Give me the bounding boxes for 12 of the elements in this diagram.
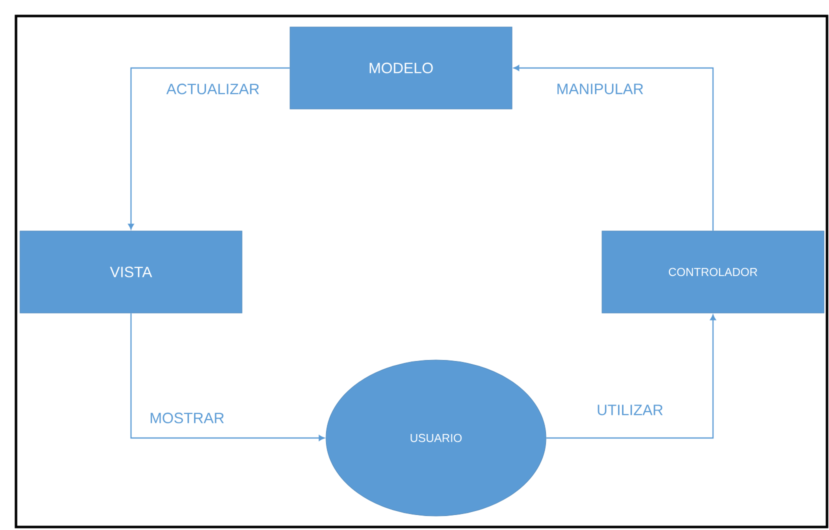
process-box: MODELO bbox=[290, 26, 512, 110]
arrow bbox=[130, 313, 324, 441]
edge-label: MOSTRAR bbox=[148, 412, 226, 424]
arrow bbox=[514, 65, 714, 231]
edge-label: ACTUALIZAR bbox=[165, 82, 261, 96]
ellipse-node: USUARIO bbox=[326, 360, 546, 516]
edge-label: UTILIZAR bbox=[596, 404, 664, 416]
edge-label: MANIPULAR bbox=[555, 82, 645, 96]
arrow bbox=[546, 314, 716, 439]
process-box: VISTA bbox=[20, 230, 242, 314]
arrow bbox=[128, 67, 290, 230]
process-box: CONTROLADOR bbox=[602, 230, 824, 314]
